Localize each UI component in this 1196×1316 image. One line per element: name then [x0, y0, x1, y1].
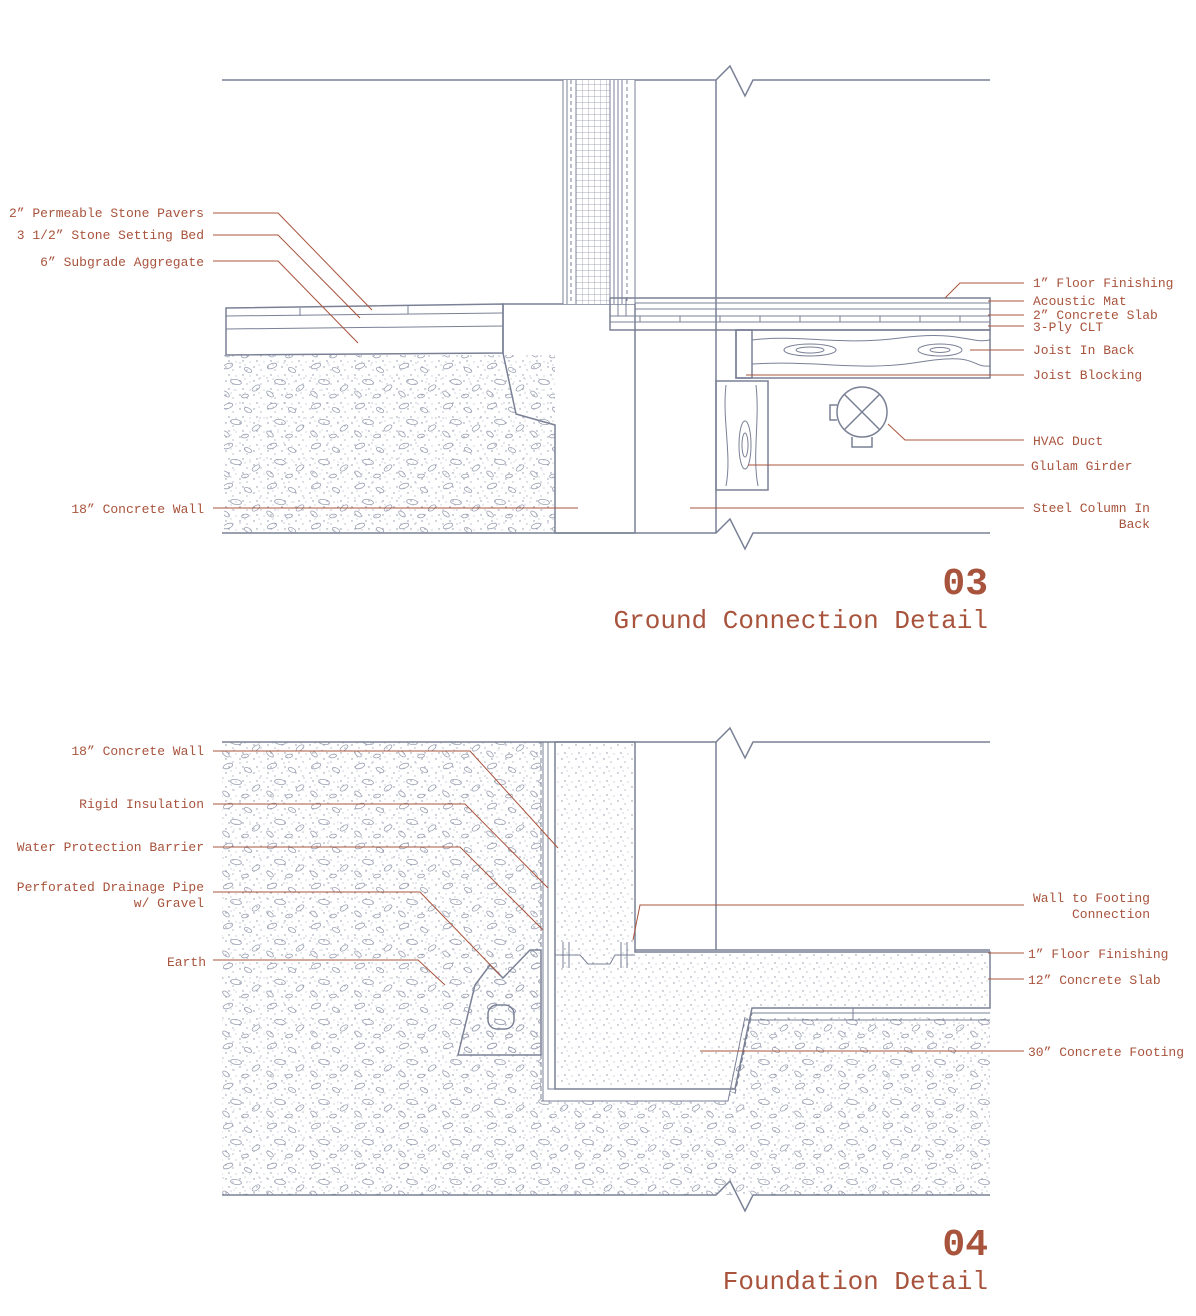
- joist-blocking: [735, 329, 753, 379]
- label-drainage-line2: w/ Gravel: [134, 896, 204, 911]
- concrete-wall-03: [502, 303, 636, 534]
- label-water-barrier: Water Protection Barrier: [17, 840, 204, 855]
- detail-title-03: Ground Connection Detail: [614, 606, 988, 636]
- rigid-insulation: [547, 742, 735, 1090]
- glulam-girder: [715, 380, 769, 491]
- label-acoustic-mat: Acoustic Mat: [1033, 294, 1127, 309]
- label-rigid-insulation: Rigid Insulation: [79, 797, 204, 812]
- label-aggregate: 6” Subgrade Aggregate: [40, 255, 204, 270]
- label-wall-footing-line1: Wall to Footing: [1033, 891, 1150, 906]
- ground-connection-detail: 2” Permeable Stone Pavers 3 1/2” Stone S…: [9, 64, 1173, 636]
- label-pavers: 2” Permeable Stone Pavers: [9, 206, 204, 221]
- label-floor-finishing-03: 1” Floor Finishing: [1033, 276, 1173, 291]
- label-wall-footing-line2: Connection: [1072, 907, 1150, 922]
- hvac-duct: [829, 386, 888, 448]
- detail-title-04: Foundation Detail: [723, 1267, 988, 1297]
- label-glulam-girder: Glulam Girder: [1031, 459, 1132, 474]
- detail-number-03: 03: [942, 563, 988, 606]
- wall-insulation-grid: [576, 80, 610, 304]
- label-concrete-slab-04: 12” Concrete Slab: [1028, 973, 1161, 988]
- wall-footing-connection: [555, 942, 635, 968]
- water-barrier: [542, 742, 746, 1102]
- label-setting-bed: 3 1/2” Stone Setting Bed: [17, 228, 204, 243]
- bottom-break-line-04: [222, 1179, 990, 1213]
- label-concrete-wall-04: 18” Concrete Wall: [71, 744, 204, 759]
- label-concrete-footing: 30” Concrete Footing: [1028, 1045, 1184, 1060]
- foundation-detail: 18” Concrete Wall Rigid Insulation Water…: [17, 726, 1184, 1297]
- label-joist-in-back: Joist In Back: [1033, 343, 1135, 358]
- label-drainage-line1: Perforated Drainage Pipe: [17, 880, 204, 895]
- label-steel-column-line2: Back: [1119, 517, 1150, 532]
- label-joist-blocking: Joist Blocking: [1033, 368, 1142, 383]
- detail-number-04: 04: [942, 1224, 988, 1267]
- label-concrete-slab-03: 2” Concrete Slab: [1033, 308, 1158, 323]
- label-clt: 3-Ply CLT: [1033, 320, 1103, 335]
- joist-in-back: [735, 329, 991, 379]
- label-floor-finishing-04: 1” Floor Finishing: [1028, 947, 1168, 962]
- label-hvac-duct: HVAC Duct: [1033, 434, 1103, 449]
- label-steel-column-line1: Steel Column In: [1033, 501, 1150, 516]
- paving-assembly: [225, 303, 504, 356]
- label-earth: Earth: [167, 955, 206, 970]
- drainage-pipe: [457, 949, 542, 1056]
- label-concrete-wall-03: 18” Concrete Wall: [71, 502, 204, 517]
